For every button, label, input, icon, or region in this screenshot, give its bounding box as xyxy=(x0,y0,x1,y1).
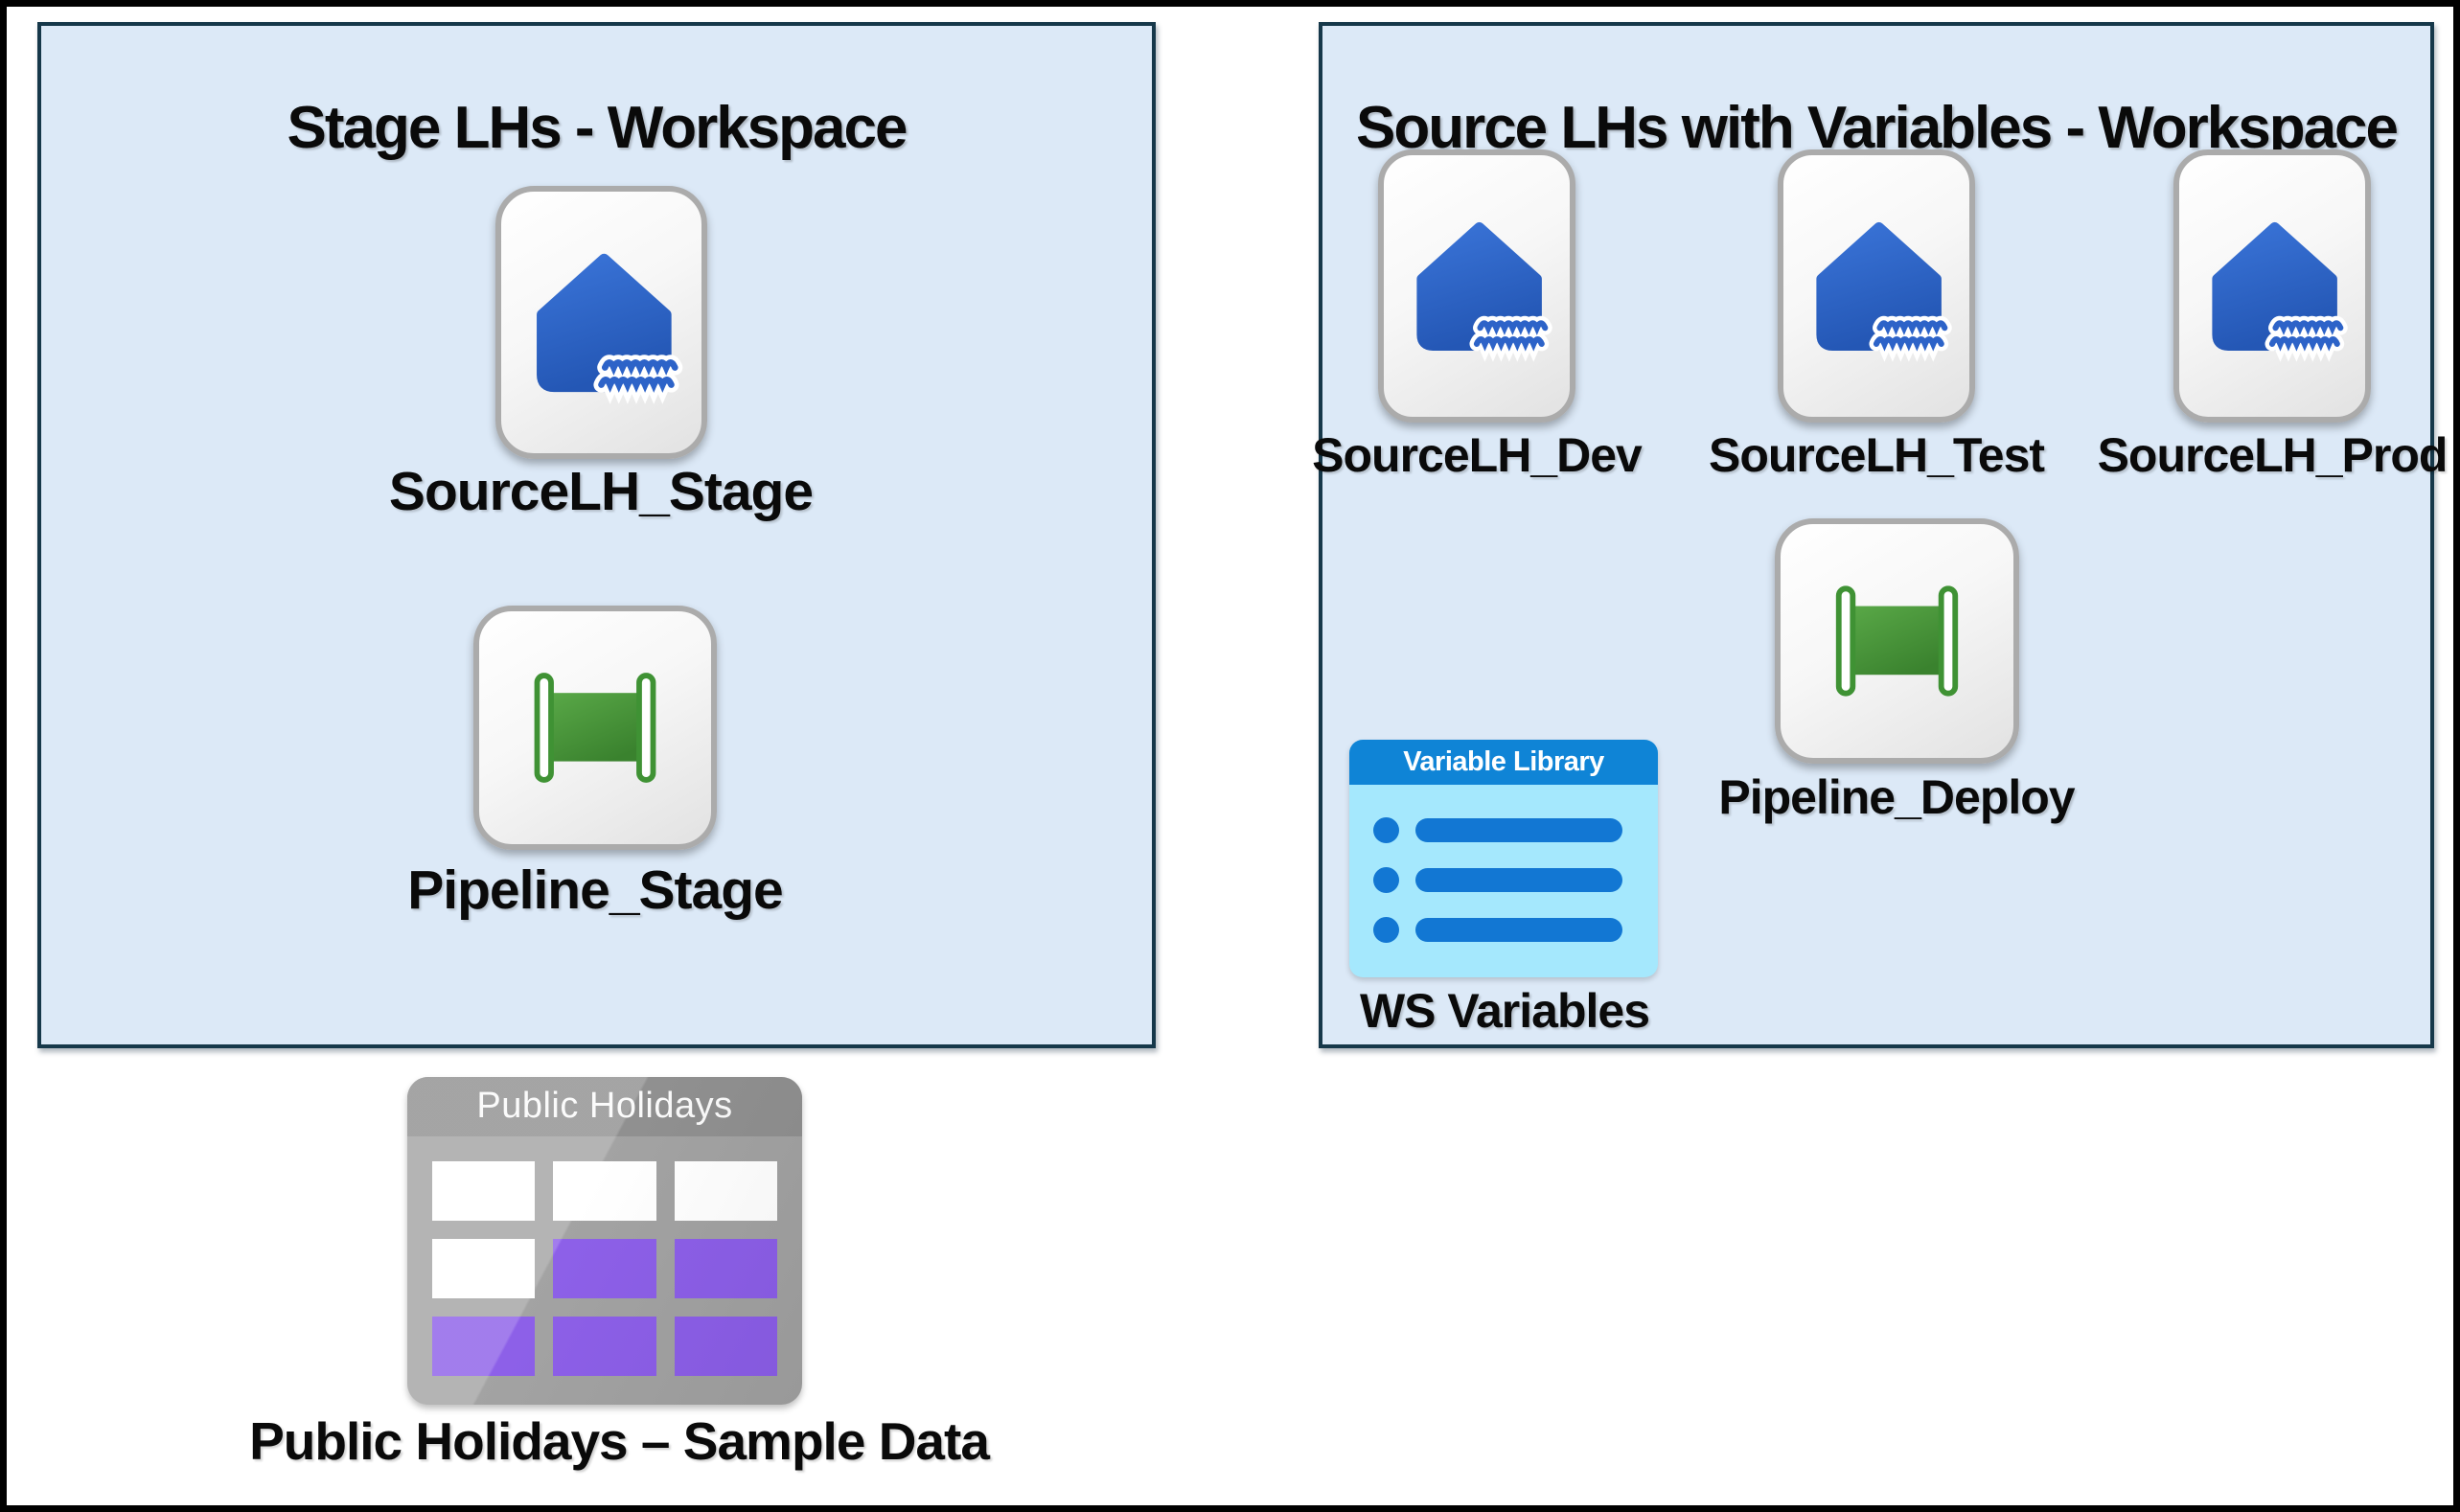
table-cell-white xyxy=(553,1161,656,1221)
bullet-icon xyxy=(1373,917,1399,943)
item-label: WS Variables xyxy=(1359,984,1650,1038)
bullet-icon xyxy=(1373,867,1399,893)
variable-row xyxy=(1349,817,1658,843)
variable-row xyxy=(1349,917,1658,943)
item-label: Pipeline_Stage xyxy=(407,859,784,921)
table-cell-purple xyxy=(553,1239,656,1298)
pipeline-glyph xyxy=(534,673,656,783)
table-icon: Public Holidays xyxy=(407,1077,802,1405)
table-cell-white xyxy=(674,1161,777,1221)
table-cell-white xyxy=(432,1161,536,1221)
lakehouse-glyph xyxy=(537,253,683,404)
lakehouse-glyph xyxy=(2212,221,2348,362)
table-cell-purple xyxy=(432,1317,536,1376)
table-cell-white xyxy=(432,1239,536,1298)
lakehouse-icon xyxy=(2173,149,2371,423)
variable-row xyxy=(1349,867,1658,893)
pipeline-icon xyxy=(473,606,717,850)
pipeline-icon xyxy=(1775,518,2019,764)
variable-library-header: Variable Library xyxy=(1349,740,1658,785)
table-cell-purple xyxy=(553,1317,656,1376)
lakehouse-icon xyxy=(1778,149,1975,423)
table-icon-header: Public Holidays xyxy=(407,1077,802,1136)
item-label: SourceLH_Test xyxy=(1708,428,2045,482)
item-label: SourceLH_Prod xyxy=(2097,428,2449,482)
variable-bar xyxy=(1415,818,1622,842)
workspace-title: Stage LHs - Workspace xyxy=(287,95,908,162)
item-label: Public Holidays – Sample Data xyxy=(249,1411,990,1471)
item-label: SourceLH_Dev xyxy=(1312,428,1643,482)
lakehouse-glyph xyxy=(1816,221,1952,362)
item-label: SourceLH_Stage xyxy=(388,461,814,522)
item-label: Pipeline_Deploy xyxy=(1718,770,2075,824)
table-cell-purple xyxy=(674,1239,777,1298)
lakehouse-icon xyxy=(495,186,707,459)
variable-bar xyxy=(1415,918,1622,942)
variable-bar xyxy=(1415,868,1622,892)
lakehouse-glyph xyxy=(1416,221,1552,362)
table-icon-grid xyxy=(407,1136,802,1405)
bullet-icon xyxy=(1373,817,1399,843)
lakehouse-icon xyxy=(1378,149,1575,423)
variable-library-icon: Variable Library xyxy=(1349,740,1658,977)
pipeline-glyph xyxy=(1835,585,1959,697)
table-cell-purple xyxy=(674,1317,777,1376)
